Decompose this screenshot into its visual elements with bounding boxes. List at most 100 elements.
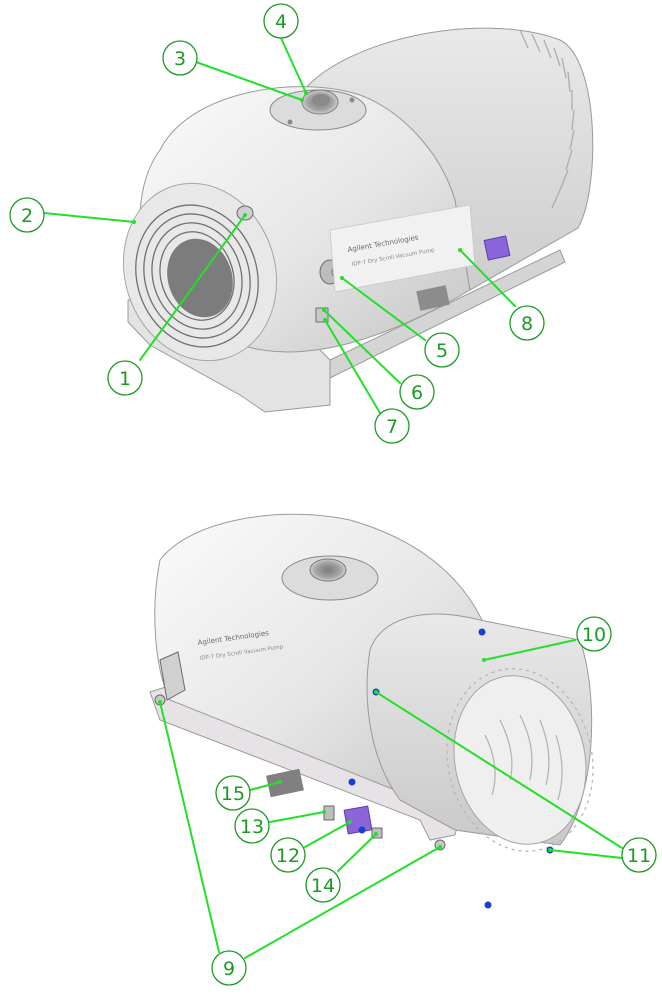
leader-line-4	[280, 37, 307, 94]
power-switch-rear	[343, 805, 373, 835]
callout-11: 11	[621, 837, 657, 873]
leader-tip-6	[322, 308, 326, 312]
leader-line-10	[483, 639, 576, 661]
callout-circle-10	[576, 616, 612, 652]
leader-line-1	[139, 214, 246, 361]
leader-line-7	[324, 319, 381, 414]
callout-circle-3	[162, 40, 198, 76]
leader-tip-7	[323, 318, 327, 322]
rear-display-window	[266, 768, 304, 798]
callout-number-9: 9	[223, 958, 235, 980]
inlet-bore	[312, 94, 330, 106]
callout-14: 14	[305, 867, 341, 903]
callout-9: 9	[211, 950, 247, 986]
leader-lines	[43, 37, 623, 959]
power-switch-front	[483, 235, 511, 261]
callout-number-10: 10	[582, 624, 606, 646]
callout-4: 4	[263, 3, 299, 39]
callout-circle-12	[270, 837, 306, 873]
rear-cooling-fins	[446, 668, 594, 852]
callout-circle-9	[211, 950, 247, 986]
callout-circle-14	[305, 867, 341, 903]
leader-line-11	[549, 849, 623, 859]
leader-tip-2	[132, 220, 136, 224]
motor-cooling-fins	[519, 29, 575, 209]
flange-bolt	[349, 97, 355, 103]
callout-number-12: 12	[276, 845, 300, 867]
callout-5: 5	[424, 332, 460, 368]
pump-rear-view: Agilent Technologies IDP-7 Dry Scroll Va…	[149, 513, 594, 909]
leader-tip-1	[243, 213, 247, 217]
pump-front-view: Agilent Technologies IDP-7 Dry Scroll Va…	[122, 27, 594, 413]
callout-number-3: 3	[174, 48, 186, 70]
leader-tip-11	[548, 848, 552, 852]
callout-number-2: 2	[21, 205, 33, 227]
housing-screws	[348, 628, 554, 909]
leader-line-13	[269, 811, 325, 823]
leader-tip-13	[322, 810, 326, 814]
leader-tip-15	[278, 780, 282, 784]
callout-number-4: 4	[275, 11, 287, 33]
callout-circle-6	[399, 374, 435, 410]
leader-tip-5	[340, 276, 344, 280]
callout-3: 3	[162, 40, 198, 76]
callout-number-11: 11	[627, 845, 651, 867]
fan-guard	[135, 204, 259, 348]
callout-6: 6	[399, 374, 435, 410]
leader-line-9	[159, 701, 220, 953]
callout-circle-7	[374, 408, 410, 444]
leader-line-11	[375, 691, 623, 849]
callout-number-7: 7	[386, 416, 398, 438]
leader-tip-4	[304, 91, 308, 95]
callout-number-14: 14	[311, 875, 335, 897]
leader-line-2	[43, 212, 135, 223]
leader-line-9	[244, 846, 441, 959]
callout-circle-15	[215, 775, 251, 811]
callout-circle-11	[621, 837, 657, 873]
rear-inlet-port	[309, 558, 347, 582]
leader-line-6	[323, 309, 401, 384]
callout-circle-5	[424, 332, 460, 368]
flange-bolt	[287, 119, 293, 125]
leader-tip-3	[300, 98, 304, 102]
leader-line-14	[337, 833, 377, 872]
leader-tip-14	[374, 832, 378, 836]
leader-tip-9	[158, 700, 162, 704]
leader-tip-10	[482, 658, 486, 662]
callout-1: 1	[107, 360, 143, 396]
leader-tip-11	[374, 690, 378, 694]
callout-circle-2	[9, 197, 45, 233]
callout-circle-4	[263, 3, 299, 39]
leader-tip-8	[458, 248, 462, 252]
rear-base-rail	[329, 249, 566, 379]
display-window	[416, 285, 450, 311]
side-handle	[159, 651, 186, 701]
callout-number-5: 5	[436, 340, 448, 362]
callout-circle-1	[107, 360, 143, 396]
leader-line-15	[249, 781, 281, 791]
callout-number-13: 13	[240, 816, 264, 838]
callout-15: 15	[215, 775, 251, 811]
callout-circle-8	[509, 305, 545, 341]
leader-line-8	[459, 249, 516, 307]
motor-end-face	[453, 675, 587, 845]
leader-line-12	[304, 821, 351, 848]
leader-tip-12	[348, 820, 352, 824]
leader-tip-9	[438, 845, 442, 849]
callout-2: 2	[9, 197, 45, 233]
callout-13: 13	[234, 808, 270, 844]
callout-8: 8	[509, 305, 545, 341]
leader-line-5	[341, 277, 426, 341]
callout-number-8: 8	[521, 313, 533, 335]
leader-line-3	[195, 61, 303, 101]
callout-12: 12	[270, 837, 306, 873]
callout-10: 10	[576, 616, 612, 652]
callout-7: 7	[374, 408, 410, 444]
callout-circle-13	[234, 808, 270, 844]
callout-number-6: 6	[411, 382, 423, 404]
callout-number-1: 1	[119, 368, 131, 390]
callout-number-15: 15	[221, 783, 245, 805]
